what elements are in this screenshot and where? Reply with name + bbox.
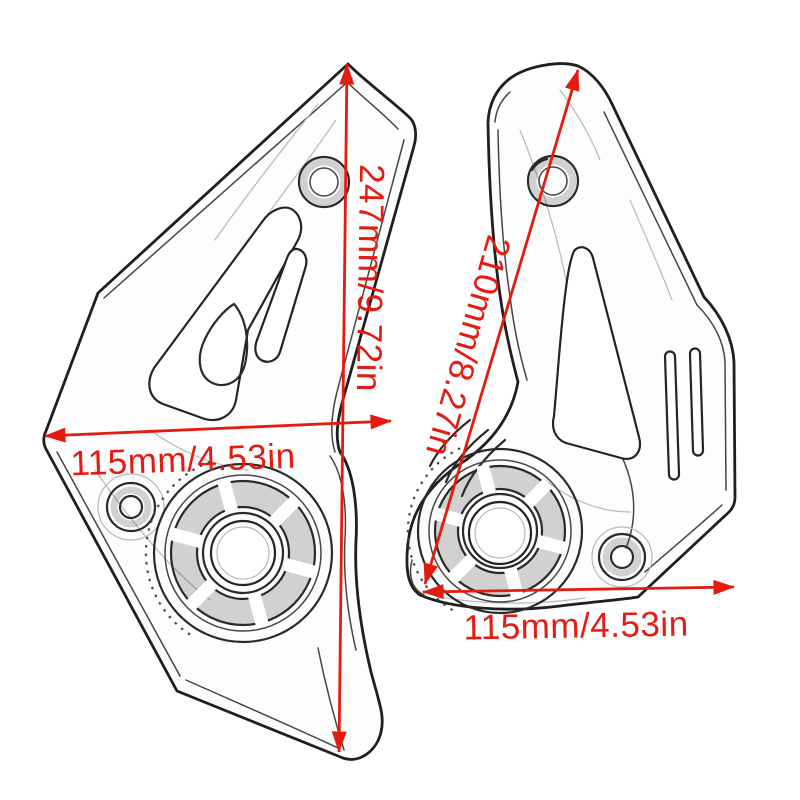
left-slot-island <box>198 302 249 387</box>
left-sprocket-boss <box>144 460 334 644</box>
dimension-label-left-height: 247mm/9.72in <box>348 163 392 393</box>
dimension-arrows <box>44 63 735 753</box>
dimension-label-left-width: 115mm/4.53in <box>69 436 297 484</box>
left-bolt-hole <box>97 473 165 541</box>
dimension-line-right-height <box>423 69 580 585</box>
right-slot-thin-2 <box>688 347 705 457</box>
left-center-hole <box>209 519 277 587</box>
dimension-line-left-width <box>44 414 392 443</box>
left-part-drawing <box>42 62 418 761</box>
right-center-hole <box>467 500 533 566</box>
left-slot-thin <box>254 247 308 363</box>
dimension-line-right-width <box>422 579 735 600</box>
dimension-label-right-width: 115mm/4.53in <box>463 604 689 648</box>
right-slot-thin-1 <box>663 350 681 481</box>
dimension-line-left-height <box>331 63 355 753</box>
